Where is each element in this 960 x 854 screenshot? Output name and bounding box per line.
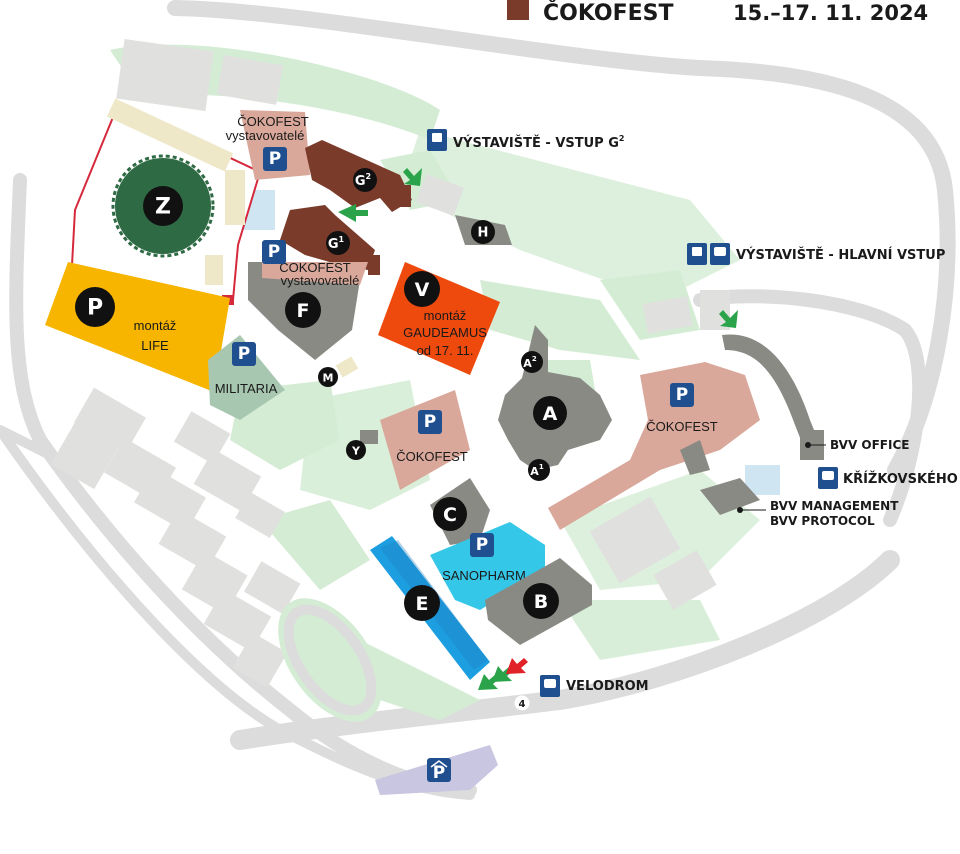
- pavilion-b: B: [485, 558, 592, 645]
- pavilion-a-letter: A: [543, 403, 558, 425]
- building-z-letter: Z: [155, 195, 171, 220]
- cokofest-vystavovatele-f-line1: ČOKOFEST: [279, 260, 351, 275]
- event-dates: 15.–17. 11. 2024: [733, 1, 928, 25]
- building-h-letter: H: [478, 226, 489, 241]
- militaria-parking-letter: P: [238, 344, 250, 364]
- gate-number: 4: [519, 699, 526, 710]
- sanopharm-area: P SANOPHARM: [430, 522, 545, 610]
- montaz-gaudeamus-line3: od 17. 11.: [417, 343, 474, 358]
- building-m: M: [318, 356, 359, 387]
- building-f: ČOKOFEST vystavovatelé P F: [248, 240, 368, 360]
- bvv-office-label: BVV OFFICE: [830, 438, 909, 452]
- building-m-letter: M: [323, 372, 334, 385]
- building-g1: G1: [280, 205, 380, 275]
- militaria-area: P MILITARIA: [208, 335, 285, 420]
- legend-event-name: ČOKOFEST: [543, 0, 674, 26]
- building-y-letter: Y: [351, 445, 361, 458]
- building-g1-letter: G1: [328, 235, 345, 252]
- gate-4-marker: 4: [513, 694, 531, 712]
- bottom-parking-garage: P: [375, 745, 498, 795]
- cokofest-exhibitors-parking-top: ČOKOFEST vystavovatelé P: [226, 110, 310, 180]
- stop-vystaviste-vstup-g2: VÝSTAVIŠTĚ - VSTUP G2: [427, 129, 624, 151]
- garage-parking-letter: P: [433, 763, 445, 783]
- cokofest-vystavovatele-top-line1: ČOKOFEST: [237, 114, 309, 129]
- stadium: [278, 598, 382, 722]
- cokofest-vystavovatele-f-line2: vystavovatelé: [281, 273, 360, 288]
- hall-v-letter: V: [415, 279, 430, 301]
- montaz-gaudeamus-line2: GAUDEAMUS: [403, 325, 487, 340]
- secondary-buildings: [50, 39, 780, 688]
- stop-vystaviste-hlavni-vstup: VÝSTAVIŠTĚ - HLAVNÍ VSTUP: [687, 243, 945, 265]
- exit-arrow-icon: [506, 658, 528, 674]
- stop-hlavni-label: VÝSTAVIŠTĚ - HLAVNÍ VSTUP: [736, 247, 945, 263]
- pavilion-a: A A2 A1: [498, 325, 612, 481]
- stop-krizkovskeho: KŘÍŽKOVSKÉHO: [818, 467, 958, 489]
- road-network: [0, 0, 956, 800]
- cokofest-east-hall: P ČOKOFEST: [548, 362, 760, 530]
- building-z: Z: [111, 154, 215, 258]
- bvv-office-marker: BVV OFFICE: [805, 438, 909, 452]
- stop-g2-label: VÝSTAVIŠTĚ - VSTUP G2: [453, 134, 624, 151]
- velodrom-label: VELODROM: [566, 679, 649, 694]
- bvv-management-marker: BVV MANAGEMENT BVV PROTOCOL: [737, 499, 899, 528]
- bvv-buildings: [680, 334, 824, 515]
- cokofest-east-label: ČOKOFEST: [646, 419, 718, 434]
- legend-swatch: [507, 0, 529, 20]
- pavilion-a1-letter: A1: [530, 463, 544, 478]
- sanopharm-label: SANOPHARM: [442, 568, 526, 583]
- pavilion-b-letter: B: [534, 591, 548, 613]
- hall-p-letter: P: [87, 296, 103, 321]
- bvv-management-label: BVV MANAGEMENT: [770, 499, 899, 513]
- militaria-label: MILITARIA: [215, 381, 278, 396]
- cokofest-center-parking: P ČOKOFEST: [380, 390, 470, 490]
- f-parking-letter: P: [268, 242, 280, 262]
- montaz-gaudeamus-line1: montáž: [424, 308, 467, 323]
- montaz-life-line2: LIFE: [141, 338, 169, 353]
- pavilion-e-letter: E: [416, 593, 429, 615]
- top-parking-letter: P: [269, 149, 281, 169]
- montaz-life-line1: montáž: [134, 318, 177, 333]
- center-parking-letter: P: [424, 412, 436, 432]
- building-y: Y: [346, 430, 378, 460]
- pavilion-a2-letter: A2: [523, 355, 537, 370]
- east-parking-letter: P: [676, 385, 688, 405]
- pavilion-e: E: [370, 536, 490, 680]
- building-g2-letter: G2: [355, 172, 371, 189]
- krizkovskeho-label: KŘÍŽKOVSKÉHO: [843, 471, 958, 487]
- hall-p-life: P montáž LIFE: [45, 262, 230, 392]
- building-g2: G2: [305, 140, 412, 212]
- pavilion-c-letter: C: [443, 504, 457, 526]
- building-h: H: [455, 215, 512, 245]
- stop-velodrom: VELODROM: [540, 675, 649, 697]
- building-f-letter: F: [297, 300, 310, 322]
- bvv-protocol-label: BVV PROTOCOL: [770, 514, 875, 528]
- cokofest-center-label: ČOKOFEST: [396, 449, 468, 464]
- cokofest-vystavovatele-top-line2: vystavovatelé: [226, 128, 305, 143]
- sanopharm-parking-letter: P: [476, 535, 488, 555]
- pavilion-c: C: [430, 478, 490, 545]
- hall-v-gaudeamus: V montáž GAUDEAMUS od 17. 11.: [378, 262, 500, 375]
